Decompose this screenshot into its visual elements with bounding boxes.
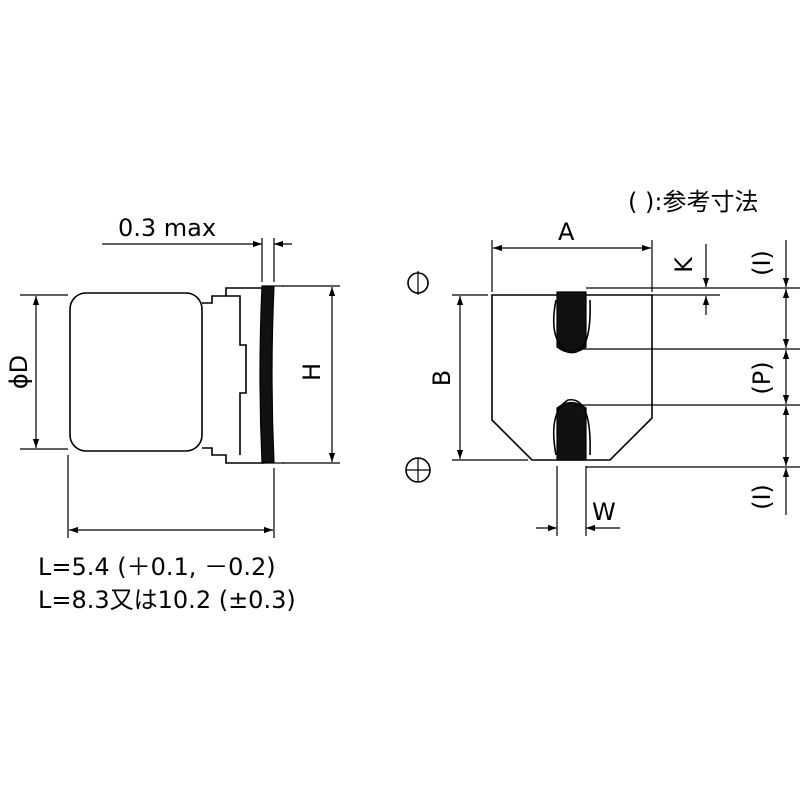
minus-polarity-symbol	[407, 271, 429, 295]
bottom-view: ( ):参考寸法 A B	[405, 188, 800, 536]
capacitor-can	[69, 292, 203, 452]
length-label-line1: L=5.4 (＋0.1, －0.2)	[38, 553, 276, 581]
dim-i-top-label: (I)	[748, 250, 776, 276]
side-view: 0.3 max ϕD H L=5.4 (＋0.1, －0.2) L=8.3又は1…	[5, 214, 340, 614]
max-thickness-label: 0.3 max	[118, 214, 216, 242]
base-plate	[226, 295, 247, 455]
diameter-label: ϕD	[5, 355, 33, 389]
dim-p-label: (P)	[748, 361, 776, 394]
height-label: H	[298, 363, 326, 381]
rubber-seal	[202, 287, 265, 464]
dim-a-label: A	[558, 218, 575, 246]
terminal-lead	[259, 285, 275, 464]
length-label-line2: L=8.3又は10.2 (±0.3)	[38, 586, 296, 614]
terminal-bottom	[556, 401, 587, 461]
reference-dimension-note: ( ):参考寸法	[628, 188, 758, 216]
dim-w-label: W	[592, 498, 616, 526]
dim-k-label: K	[670, 256, 698, 273]
dim-b-label: B	[428, 370, 456, 386]
dim-i-bottom-label: (I)	[748, 484, 776, 510]
plus-polarity-symbol	[405, 457, 431, 483]
terminal-top	[556, 291, 587, 354]
